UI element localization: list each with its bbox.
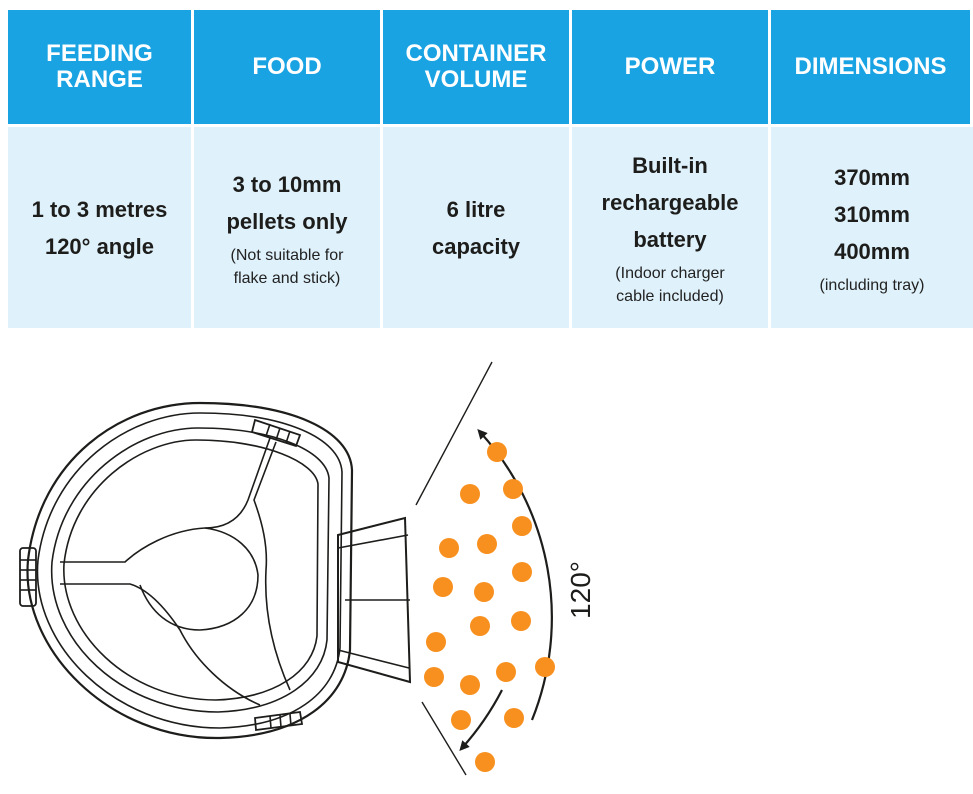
pellet: [477, 534, 497, 554]
dimensions-note: (including tray): [819, 276, 925, 294]
spec-table: FEEDING RANGE FOOD CONTAINER VOLUME POWE…: [8, 10, 973, 328]
pellet: [433, 577, 453, 597]
header-feeding-range: FEEDING RANGE: [8, 10, 194, 124]
pellet: [512, 562, 532, 582]
header-food: FOOD: [194, 10, 383, 124]
header-power: POWER: [572, 10, 771, 124]
pellet: [451, 710, 471, 730]
angle-label: 120°: [565, 561, 596, 619]
pellets: [424, 442, 555, 772]
container-volume-value: 6 litre capacity: [431, 196, 521, 259]
dimensions-value: 370mm 310mm 400mm: [834, 164, 910, 264]
angle-arc-arrow: [477, 429, 553, 721]
power-value: Built-in rechargeable battery: [601, 153, 739, 252]
pellet: [535, 657, 555, 677]
pellet: [475, 752, 495, 772]
pellet: [474, 582, 494, 602]
range-line-lower: [421, 701, 467, 776]
pellet: [426, 632, 446, 652]
pellet: [460, 675, 480, 695]
pellet: [504, 708, 524, 728]
cell-container-volume: 6 litre capacity: [383, 124, 572, 328]
feeding-range-value: 1 to 3 metres 120° angle: [31, 196, 168, 259]
pellet: [496, 662, 516, 682]
pellet: [460, 484, 480, 504]
cell-feeding-range: 1 to 3 metres 120° angle: [8, 124, 194, 328]
pellet: [503, 479, 523, 499]
pellet: [487, 442, 507, 462]
food-note: (Not suitable for flake and stick): [230, 246, 344, 287]
header-dimensions: DIMENSIONS: [771, 10, 973, 124]
food-value: 3 to 10mm pellets only: [226, 171, 348, 234]
pellet: [424, 667, 444, 687]
feeder-icon: [19, 401, 412, 740]
power-note: (Indoor charger cable included): [615, 265, 725, 305]
cell-power: Built-in rechargeable battery (Indoor ch…: [572, 124, 771, 328]
pellet: [470, 616, 490, 636]
pellet: [512, 516, 532, 536]
feeder-diagram: 120°: [19, 361, 596, 776]
header-container-volume: CONTAINER VOLUME: [383, 10, 572, 124]
range-line-upper: [415, 361, 493, 506]
pellet: [439, 538, 459, 558]
cell-food: 3 to 10mm pellets only (Not suitable for…: [194, 124, 383, 328]
pellet: [511, 611, 531, 631]
cell-dimensions: 370mm 310mm 400mm (including tray): [771, 124, 973, 328]
